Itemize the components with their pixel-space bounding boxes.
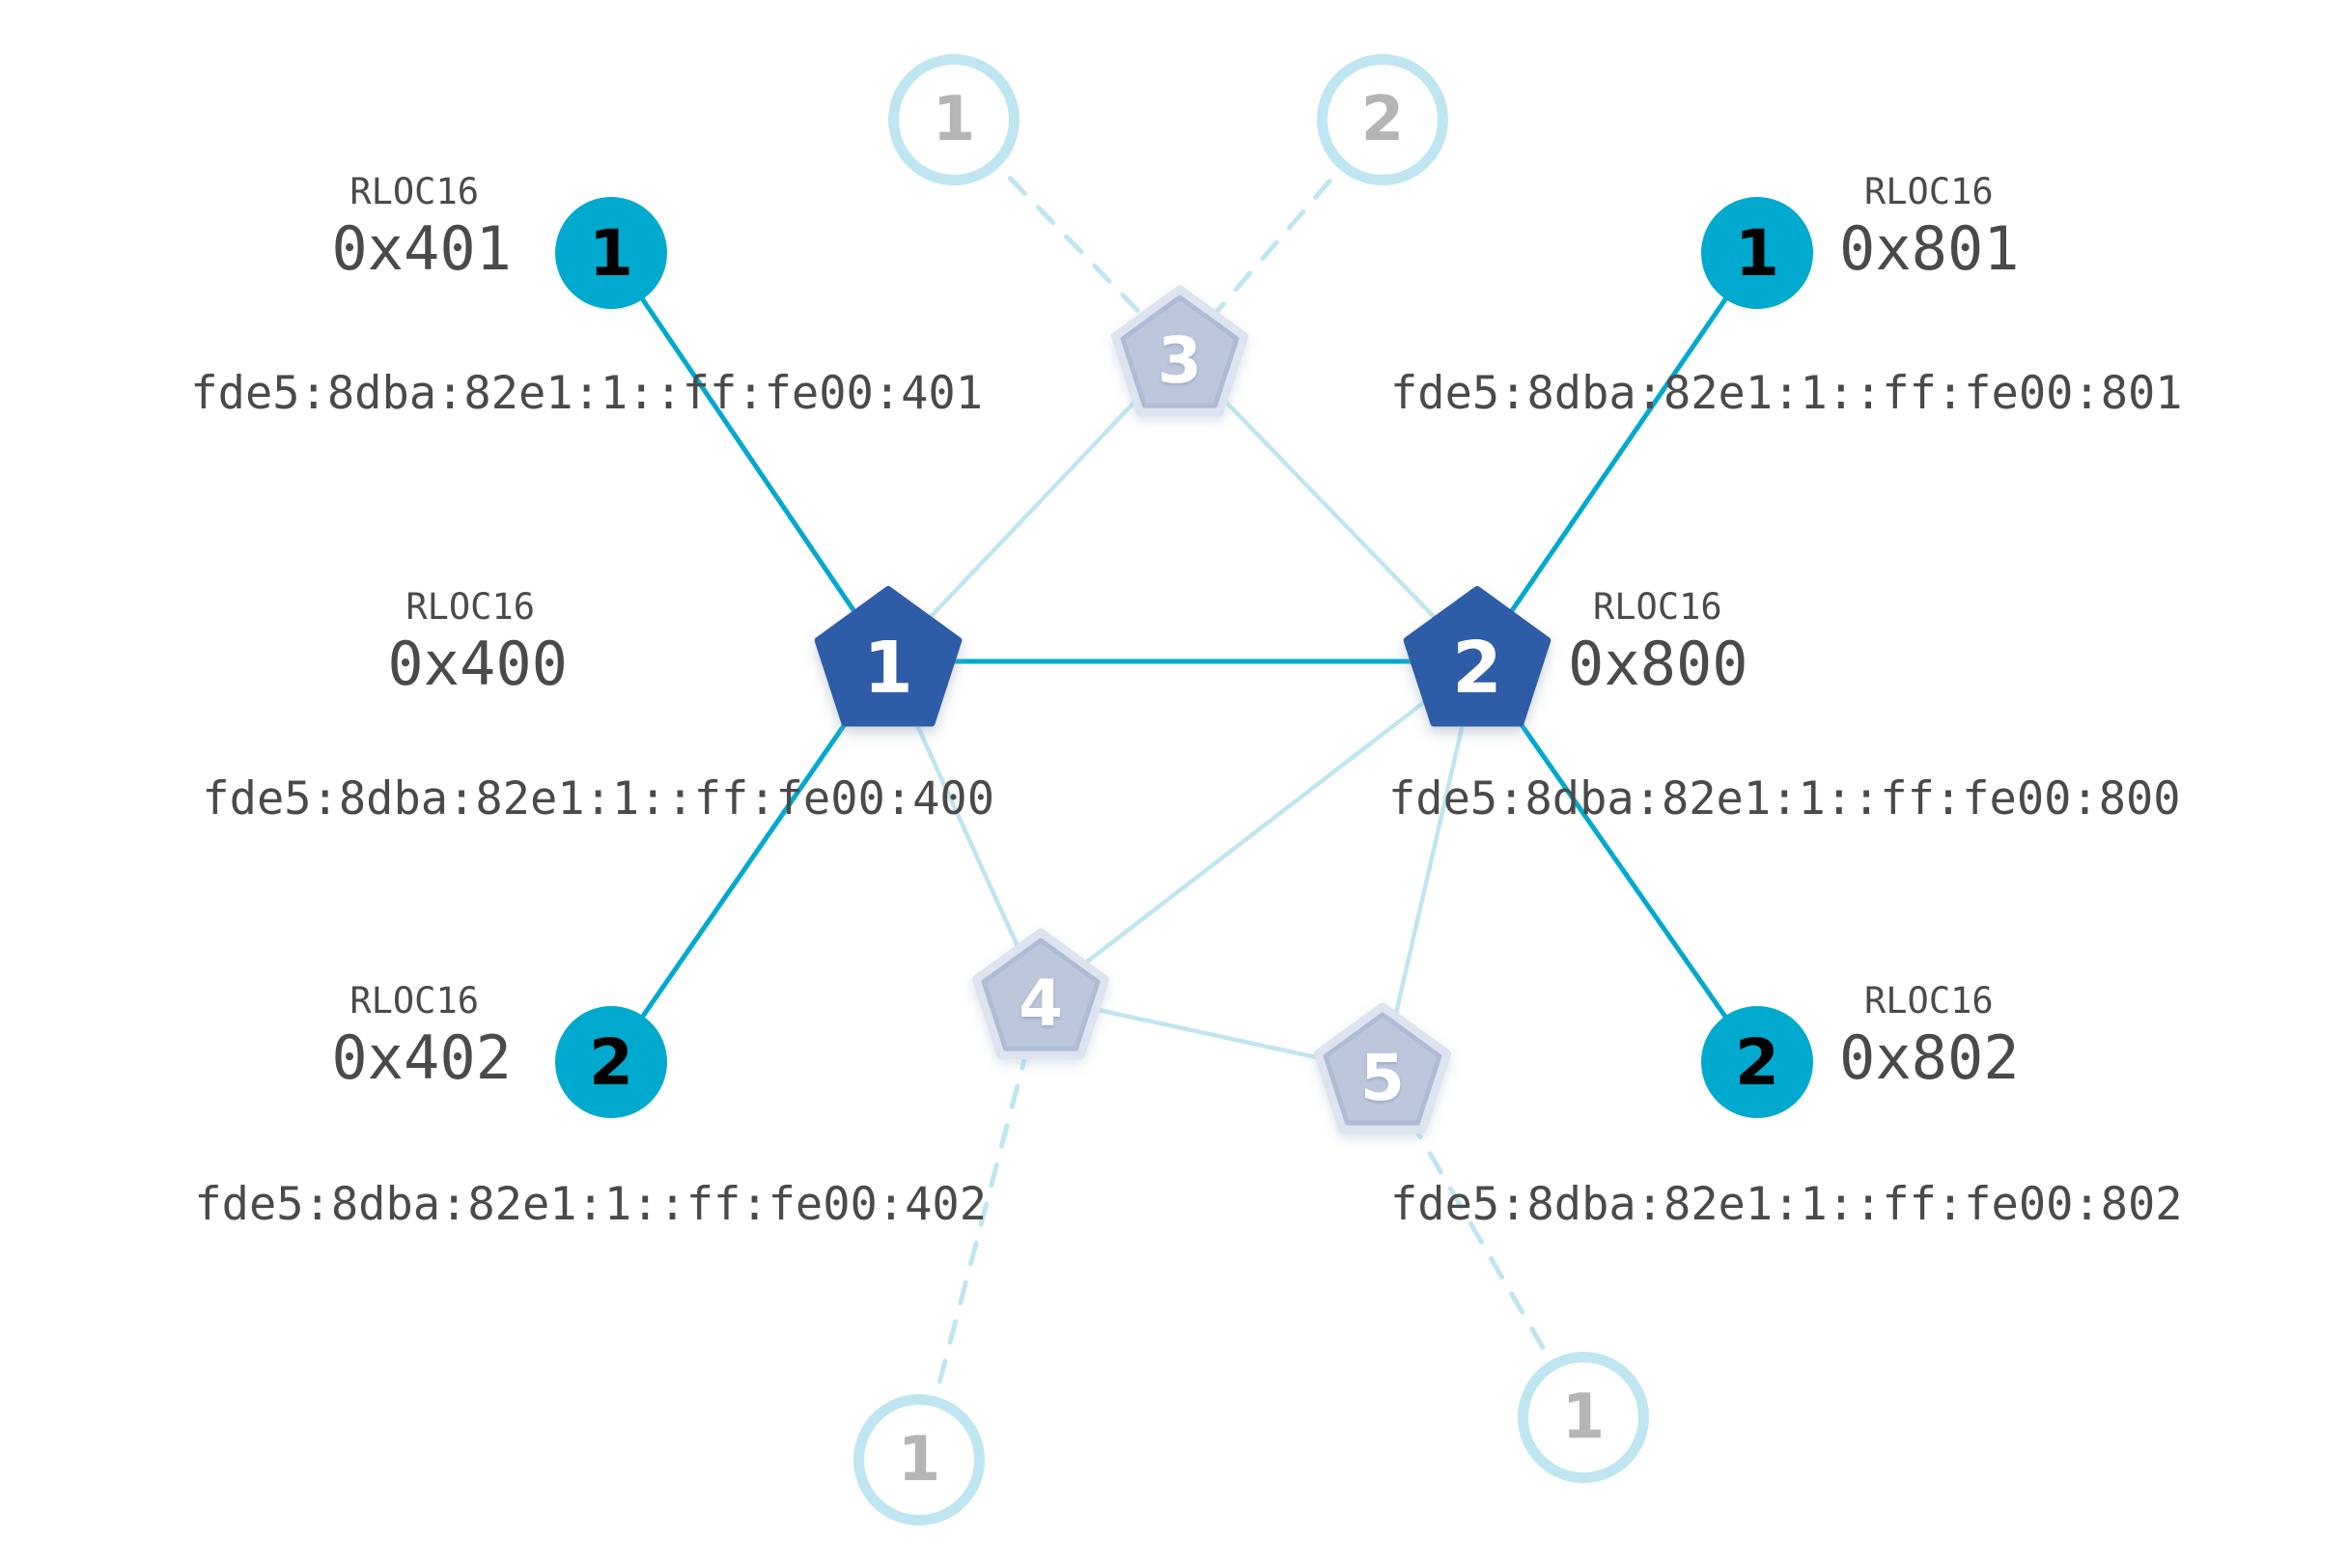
rloc16-value: 0x800: [1568, 629, 1748, 699]
faded-child-node-faded-child-tr[interactable]: 2: [1317, 54, 1448, 185]
faded-child-circle-icon: 2: [1317, 54, 1448, 185]
ipv6-address-0x802: fde5:8dba:82e1:1::ff:fe00:802: [1390, 1178, 2183, 1231]
faded-router-pentagon-icon: [981, 938, 1101, 1051]
link-active: [608, 658, 891, 1065]
link-faded: [1380, 658, 1480, 1075]
rloc16-caption: RLOC16: [1864, 980, 1994, 1022]
ipv6-address-0x801: fde5:8dba:82e1:1::ff:fe00:801: [1390, 367, 2183, 420]
ipv6-address-0x800: fde5:8dba:82e1:1::ff:fe00:800: [1388, 772, 2181, 826]
link-active: [1474, 658, 1760, 1065]
child-node-0x802[interactable]: 2: [1701, 1006, 1813, 1118]
ipv6-address-0x402: fde5:8dba:82e1:1::ff:fe00:402: [194, 1178, 987, 1231]
pentagon-shape: 4: [968, 925, 1113, 1070]
rloc16-value: 0x401: [331, 213, 512, 284]
rloc16-caption: RLOC16: [349, 980, 479, 1022]
child-circle-icon: 1: [555, 197, 667, 309]
pentagon-shape: 3: [1107, 282, 1252, 427]
link-dashed: [916, 994, 1044, 1463]
faded-child-circle-icon: 1: [853, 1394, 985, 1526]
faded-child-circle-icon: 1: [1518, 1352, 1649, 1483]
active-links-group: [608, 250, 1760, 1065]
rloc16-value: 0x402: [331, 1022, 512, 1093]
child-node-0x801[interactable]: 1: [1701, 197, 1813, 309]
pentagon-shape: 5: [1310, 999, 1455, 1144]
link-active: [1474, 250, 1760, 664]
faded-router-pentagon-icon: [1323, 1012, 1442, 1126]
link-faded: [1038, 658, 1480, 1000]
link-faded: [1177, 351, 1480, 664]
router-pentagon-icon: [1403, 586, 1551, 727]
link-active: [608, 250, 891, 664]
faded-child-node-faded-child-tl[interactable]: 1: [888, 54, 1020, 185]
child-circle-icon: 1: [1701, 197, 1813, 309]
pentagon-shape: 1: [811, 584, 965, 739]
faded-child-node-faded-child-bl[interactable]: 1: [853, 1394, 985, 1526]
link-faded: [885, 351, 1183, 664]
rloc16-caption: RLOC16: [1593, 586, 1722, 628]
rloc16-value: 0x801: [1839, 213, 2020, 284]
child-node-0x401[interactable]: 1: [555, 197, 667, 309]
ipv6-address-0x401: fde5:8dba:82e1:1::ff:fe00:401: [190, 367, 983, 420]
rloc16-caption: RLOC16: [405, 586, 535, 628]
rloc16-value: 0x400: [387, 629, 568, 699]
router-node-0x400[interactable]: 1: [811, 584, 965, 739]
router-node-0x800[interactable]: 2: [1400, 584, 1554, 739]
faded-router-node-4[interactable]: 4: [968, 925, 1113, 1070]
child-circle-icon: 2: [555, 1006, 667, 1118]
ipv6-address-0x400: fde5:8dba:82e1:1::ff:fe00:400: [202, 772, 994, 826]
rloc16-caption: RLOC16: [1864, 171, 1994, 212]
pentagon-shape: 2: [1400, 584, 1554, 739]
router-pentagon-icon: [814, 586, 963, 727]
rloc16-caption: RLOC16: [349, 171, 479, 212]
faded-router-pentagon-icon: [1120, 294, 1240, 408]
faded-child-node-faded-child-br[interactable]: 1: [1518, 1352, 1649, 1483]
faded-router-node-5[interactable]: 5: [1310, 999, 1455, 1144]
faded-child-circle-icon: 1: [888, 54, 1020, 185]
child-circle-icon: 2: [1701, 1006, 1813, 1118]
faded-router-node-3[interactable]: 3: [1107, 282, 1252, 427]
rloc16-value: 0x802: [1839, 1022, 2020, 1093]
child-node-0x402[interactable]: 2: [555, 1006, 667, 1118]
